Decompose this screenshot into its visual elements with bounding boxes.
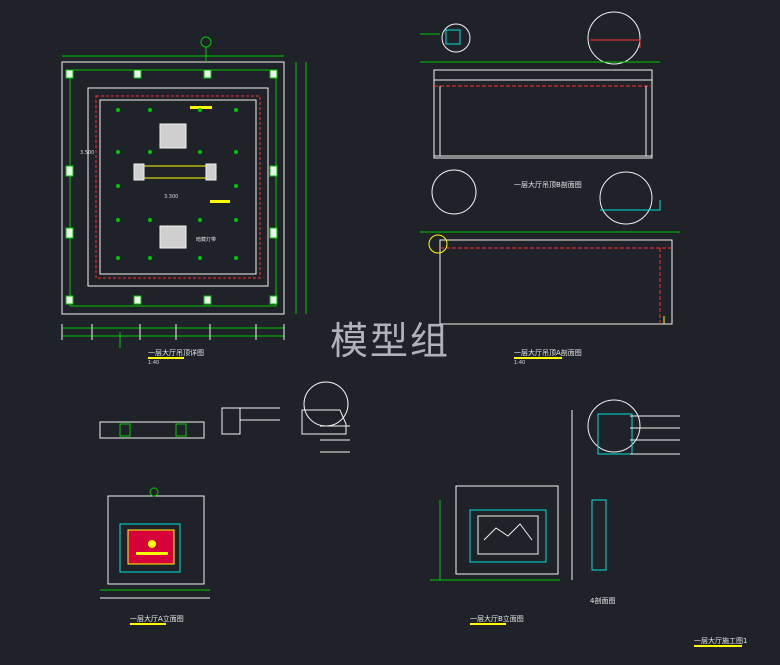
- caption-elev-b: 一层大厅B立面图: [470, 615, 524, 623]
- plan-inner-wall: [69, 69, 277, 307]
- plan-light-strip: [95, 95, 261, 279]
- section-b-detail-circle-2: [587, 11, 641, 65]
- caption-section-4: 4剖面图: [590, 597, 616, 605]
- caption-ceiling-plan: 一层大厅吊顶详图: [148, 349, 204, 357]
- caption-elev-a: 一层大厅A立面图: [130, 615, 184, 623]
- elevation-a: [99, 381, 349, 599]
- caption-detail: 一层大厅施工图1: [694, 637, 748, 645]
- underline-section-a: [514, 357, 562, 359]
- section-4: [571, 399, 641, 580]
- caption-section-a: 一层大厅吊顶A剖面图: [514, 349, 582, 357]
- plan-columns: [65, 69, 278, 305]
- section-4-profile: [597, 413, 633, 455]
- elev-b-outline: [455, 485, 559, 575]
- leader-lines: [240, 407, 680, 455]
- watermark: 模型组: [330, 319, 451, 363]
- plan-downlights: [116, 108, 238, 260]
- plan-dim-ticks: [61, 324, 285, 340]
- ceiling-plan: [61, 36, 307, 348]
- plan-ceiling-box-bottom: [159, 225, 187, 249]
- elev-a-plan-strip: [99, 421, 205, 439]
- elev-a-panel: [119, 523, 181, 573]
- underline-elev-a: [130, 623, 166, 625]
- plan-outer-wall: [61, 61, 285, 315]
- section-b: [420, 11, 660, 159]
- plan-light-note: 暗藏灯带: [196, 237, 217, 243]
- scale-section-a: 1:40: [514, 360, 526, 366]
- elev-b-panel: [469, 509, 547, 563]
- section-a-detail-marker: [428, 234, 448, 254]
- plan-ceiling-outer: [87, 87, 269, 287]
- plan-level-center: 3.300: [164, 194, 179, 200]
- section-b-detail-circle-1: [441, 23, 471, 53]
- underline-elev-b: [470, 623, 506, 625]
- plan-dimensions: [62, 55, 307, 337]
- section-b-outline: [433, 69, 653, 159]
- scale-ceiling-plan: 1:40: [148, 360, 160, 366]
- underline-detail: [694, 645, 742, 647]
- elevation-b: [430, 485, 560, 581]
- section-a: [420, 169, 680, 325]
- plan-ceiling-beam: [137, 165, 213, 179]
- plan-ceiling-box-top: [159, 123, 187, 149]
- section-a-outline: [439, 239, 673, 325]
- plan-grid-marker: [200, 36, 212, 48]
- plan-ceiling-inner: [99, 99, 257, 275]
- underline-ceiling-plan: [148, 357, 184, 359]
- caption-section-b: 一层大厅吊顶B剖面图: [514, 181, 582, 189]
- plan-level-left: 3.500: [80, 150, 95, 156]
